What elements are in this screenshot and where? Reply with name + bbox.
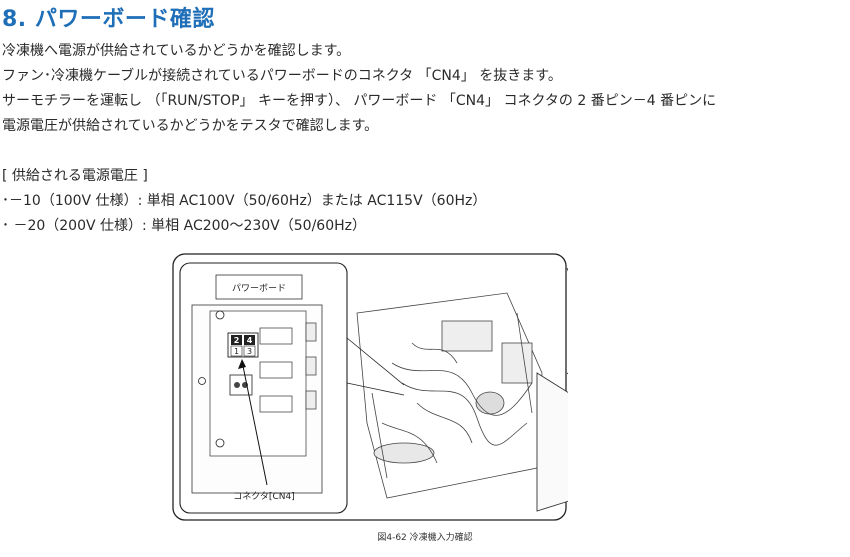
instruction-line-2: ファン･冷凍機ケーブルが接続されているパワーボードのコネクタ 「CN4」 を抜き… — [2, 68, 562, 84]
pin-label-2: 2 — [234, 336, 240, 345]
pin-label-3: 3 — [247, 347, 252, 356]
supply-item-100v: ･－10（100V 仕様）: 単相 AC100V（50/60Hz）または AC1… — [2, 193, 487, 209]
figure-illustration: パワーボード 2 4 1 3 コネ — [172, 253, 678, 523]
figure-caption: 図4-62 冷凍機入力確認 — [377, 533, 473, 543]
instruction-line-4: 電源電圧が供給されているかどうかをテスタで確認します。 — [2, 118, 379, 134]
chiller-diagram: パワーボード 2 4 1 3 コネ — [172, 253, 678, 521]
board-label-box — [215, 274, 303, 300]
supply-title: [ 供給される電源電圧 ] — [2, 168, 148, 184]
machine-interior-drawing — [356, 292, 543, 499]
connector-label: コネクタ[CN4] — [233, 491, 294, 502]
board-label: パワーボード — [232, 283, 286, 294]
supply-item-200v: ･ －20（200V 仕様）: 単相 AC200～230V（50/60Hz） — [2, 218, 366, 234]
pin-label-4: 4 — [247, 336, 253, 345]
instruction-line-3: サーモチラーを運転し （「RUN/STOP」 キーを押す）、 パワーボード 「C… — [2, 93, 717, 109]
instruction-line-1: 冷凍機へ電源が供給されているかどうかを確認します。 — [2, 43, 351, 59]
section-heading: 8. パワーボード確認 — [2, 7, 215, 32]
pin-label-1: 1 — [234, 347, 239, 356]
connector-cn4: 2 4 1 3 — [227, 332, 259, 358]
